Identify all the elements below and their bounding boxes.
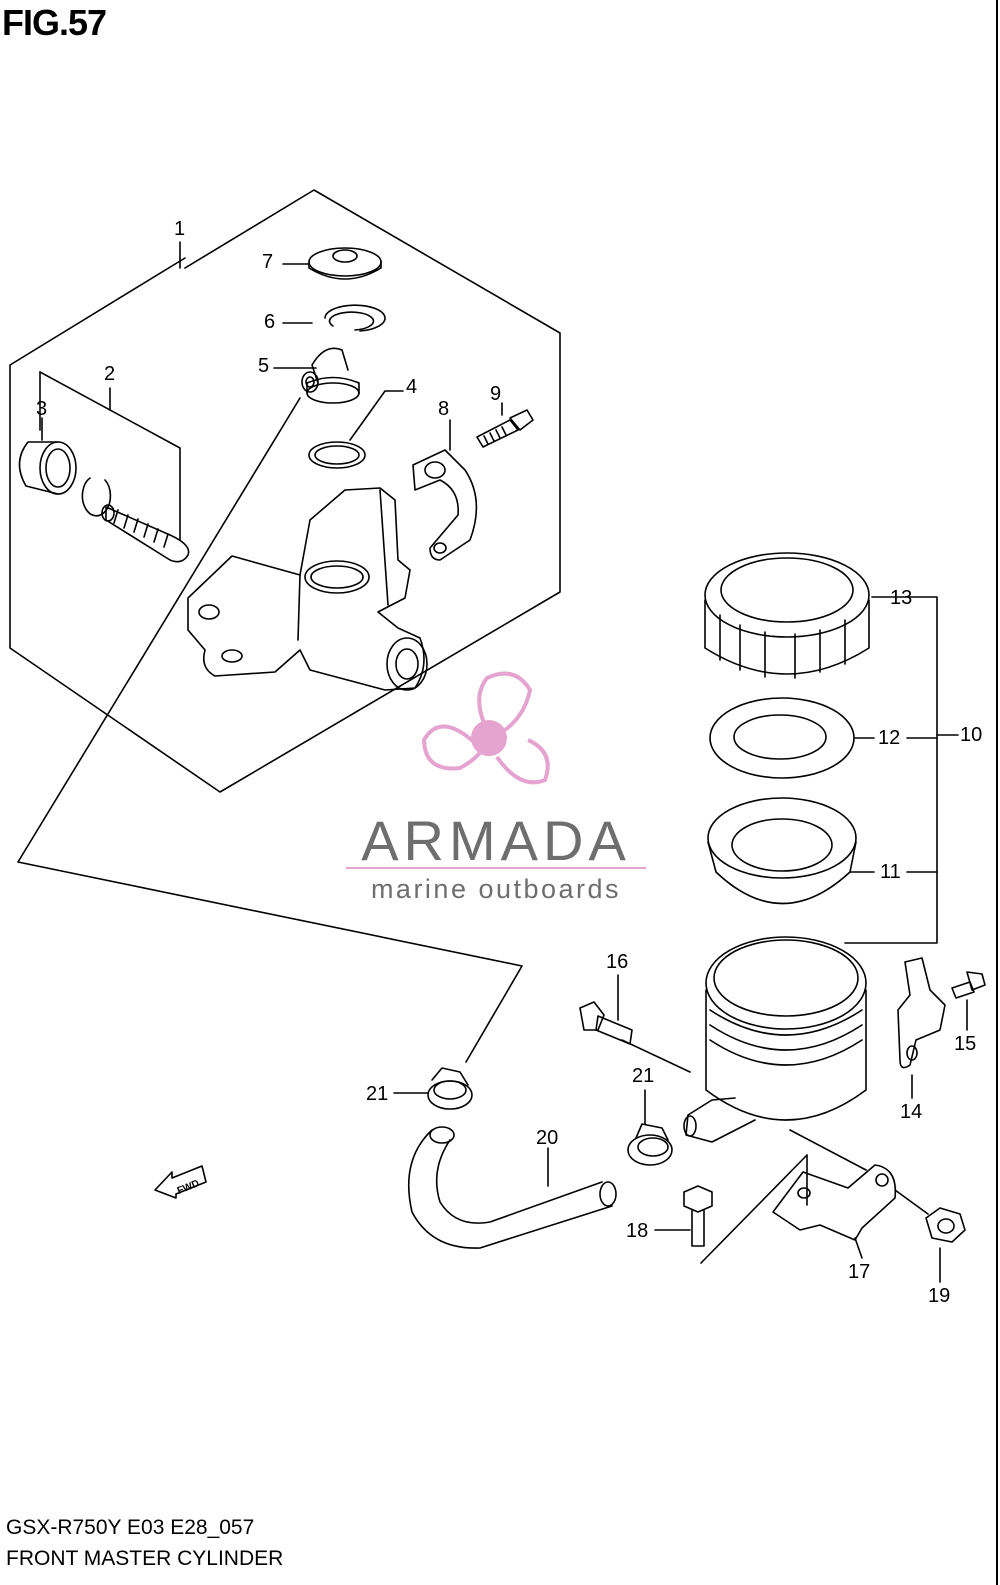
reservoir-tank [621, 936, 867, 1171]
hose-routing-line [17, 397, 523, 1063]
part-20-hose [407, 1126, 617, 1249]
part-3-boot [18, 417, 77, 495]
callout-17: 17 [848, 1261, 870, 1283]
part-16-bolt [579, 974, 633, 1045]
callout-6: 6 [264, 311, 275, 333]
part-19-nut [894, 1189, 966, 1283]
watermark-tagline: marine outboards [370, 874, 622, 904]
model-code: GSX-R750Y E03 E28_057 [6, 1516, 255, 1539]
callout-21-lower: 21 [632, 1065, 654, 1087]
callout-2: 2 [104, 363, 115, 385]
callout-10: 10 [960, 724, 982, 746]
master-cylinder-body [187, 487, 428, 691]
callout-9: 9 [490, 383, 501, 405]
part-17-bracket [700, 1154, 897, 1264]
part-12-diaphragm-ring [709, 697, 938, 779]
callout-3: 3 [36, 398, 47, 420]
callout-labels: 1 2 3 4 5 6 7 8 9 10 11 12 13 14 15 16 1… [36, 218, 982, 1307]
part-9-bolt [476, 402, 534, 448]
part-6-circlip [282, 304, 386, 332]
callout-13: 13 [890, 587, 912, 609]
callout-20: 20 [536, 1127, 558, 1149]
diagram-caption: FRONT MASTER CYLINDER [6, 1547, 284, 1570]
callout-12: 12 [878, 727, 900, 749]
armada-logo-icon [421, 671, 550, 785]
callout-18: 18 [626, 1220, 648, 1242]
callout-11: 11 [880, 861, 901, 883]
part-11-plate [707, 797, 938, 905]
part-14-bracket [897, 957, 946, 1099]
callout-4: 4 [406, 376, 417, 398]
callout-15: 15 [954, 1033, 976, 1055]
callout-14: 14 [900, 1101, 922, 1123]
part-15-screw [951, 971, 986, 1031]
forward-arrow-icon [154, 1165, 207, 1199]
part-7-cap [282, 247, 382, 280]
part-13-reservoir-cap [704, 552, 959, 944]
callout-8: 8 [438, 398, 449, 420]
callout-21-upper: 21 [366, 1083, 388, 1105]
part-21-clamp-upper [393, 1067, 473, 1110]
watermark-brand: ARMADA [361, 809, 631, 872]
callout-16: 16 [606, 951, 628, 973]
part-8-clamp [412, 419, 478, 561]
part-5-hose-joint [273, 347, 360, 404]
callout-5: 5 [258, 355, 269, 377]
page-border [996, 0, 998, 1585]
part-4-o-ring [308, 390, 404, 469]
figure-title: FIG.57 [2, 2, 107, 43]
part-18-bolt [654, 1185, 713, 1247]
callout-1: 1 [174, 218, 185, 240]
callout-19: 19 [928, 1285, 950, 1307]
part-2-piston-kit [81, 387, 190, 563]
part-21-clamp-lower [627, 1089, 673, 1166]
callout-7: 7 [262, 251, 273, 273]
assembly-boundary [9, 189, 561, 793]
